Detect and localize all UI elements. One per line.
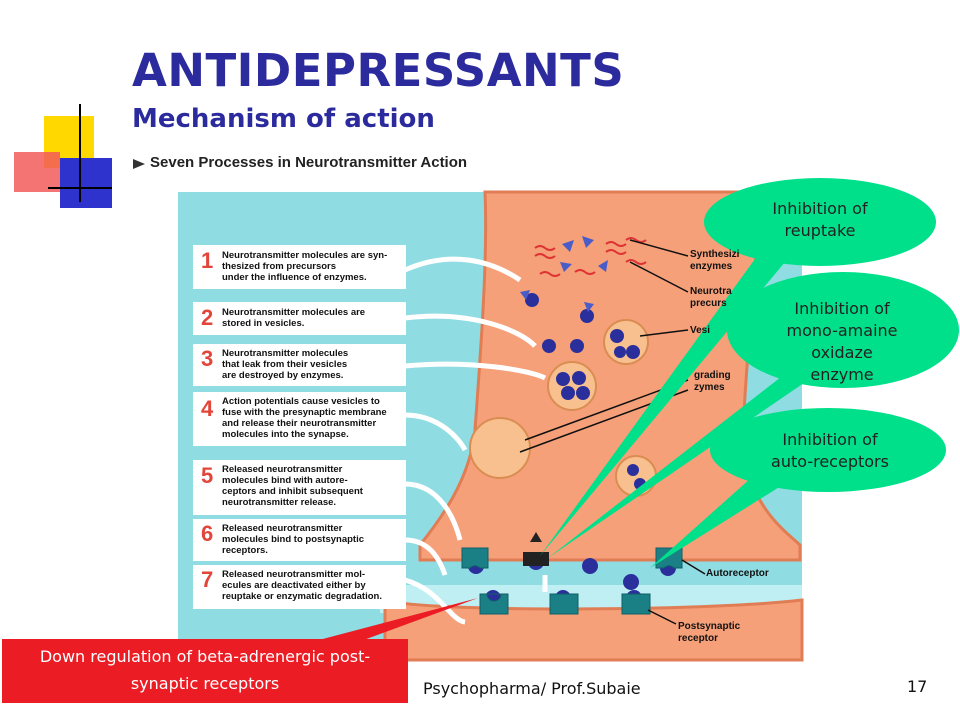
step-text-4: Action potentials cause vesicles to fuse… xyxy=(222,396,387,440)
step-text-1: Neurotransmitter molecules are syn- thes… xyxy=(222,250,388,283)
step-number-6: 6 xyxy=(201,521,214,546)
label-synthesizing-enzymes: Synthesizi enzymes xyxy=(690,249,740,272)
label-postsynaptic-receptor: Postsynaptic receptor xyxy=(678,621,741,644)
slide-title: ANTIDEPRESSANTS xyxy=(132,44,625,97)
label-autoreceptor: Autoreceptor xyxy=(706,568,769,579)
figure-heading: Seven Processes in Neurotransmitter Acti… xyxy=(150,154,468,171)
callout-inhibition-mao: Inhibition of mono-amaine oxidaze enzyme xyxy=(786,299,898,384)
step-number-2: 2 xyxy=(201,305,214,330)
label-vesicles: Vesi xyxy=(690,325,711,336)
step-number-4: 4 xyxy=(201,396,214,421)
step-text-3: Neurotransmitter molecules that leak fro… xyxy=(222,348,349,381)
callout-inhibition-reuptake: Inhibition of reuptake xyxy=(772,199,868,240)
step-number-5: 5 xyxy=(201,463,214,488)
down-regulation-callout-text: Down regulation of beta-adrenergic post-… xyxy=(39,647,371,693)
label-precursors: Neurotra precurs xyxy=(690,286,732,309)
down-regulation-callout-box xyxy=(2,639,408,703)
triangle-bullet-icon xyxy=(133,159,145,169)
slide-subtitle: Mechanism of action xyxy=(132,104,435,134)
label-degrading-enzymes: grading zymes xyxy=(694,370,731,393)
footer-author: Psychopharma/ Prof.Subaie xyxy=(423,679,641,698)
step-text-6: Released neurotransmitter molecules bind… xyxy=(222,523,364,556)
step-text-7: Released neurotransmitter mol- ecules ar… xyxy=(222,569,382,602)
step-text-5: Released neurotransmitter molecules bind… xyxy=(222,464,363,508)
step-number-7: 7 xyxy=(201,567,214,592)
decorative-squares-logo xyxy=(14,104,112,208)
page-number: 17 xyxy=(907,677,928,696)
callout-inhibition-autoreceptors: Inhibition of auto-receptors xyxy=(771,430,889,471)
step-text-2: Neurotransmitter molecules are stored in… xyxy=(222,307,366,329)
step-number-1: 1 xyxy=(201,248,214,273)
step-number-3: 3 xyxy=(201,346,214,371)
